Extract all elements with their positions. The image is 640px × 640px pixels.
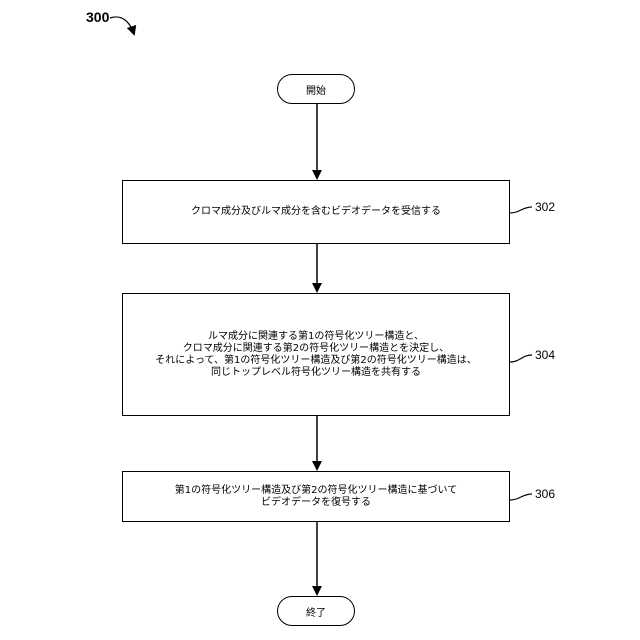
start-terminal: 開始 [277, 74, 355, 104]
step-302-box: クロマ成分及びルマ成分を含むビデオデータを受信する [122, 180, 510, 244]
leader-302 [510, 207, 532, 213]
leader-304 [510, 355, 532, 362]
start-label: 開始 [306, 82, 326, 97]
step-306-box: 第1の符号化ツリー構造及び第2の符号化ツリー構造に基づいて ビデオデータを復号す… [122, 471, 510, 522]
step-304-box: ルマ成分に関連する第1の符号化ツリー構造と、 クロマ成分に関連する第2の符号化ツ… [122, 293, 510, 416]
step-302-text-line: クロマ成分及びルマ成分を含むビデオデータを受信する [191, 206, 441, 218]
step-304-text-line: それによって、第1の符号化ツリー構造及び第2の符号化ツリー構造は、 [155, 355, 476, 367]
step-306-text-line: 第1の符号化ツリー構造及び第2の符号化ツリー構造に基づいて [175, 485, 457, 497]
step-304-text-line: ルマ成分に関連する第1の符号化ツリー構造と、 [208, 331, 424, 343]
end-label: 終了 [306, 604, 326, 619]
step-306-ref: 306 [535, 487, 555, 501]
end-terminal: 終了 [277, 596, 355, 626]
step-304-ref: 304 [535, 348, 555, 362]
step-304-text-line: クロマ成分に関連する第2の符号化ツリー構造とを決定し、 [183, 343, 449, 355]
step-302-ref: 302 [535, 200, 555, 214]
figure-pointer-arrow [110, 17, 134, 34]
step-304-text-line: 同じトップレベル符号化ツリー構造を共有する [211, 367, 421, 379]
step-306-text-line: ビデオデータを復号する [261, 497, 371, 509]
figure-number: 300 [86, 9, 109, 25]
leader-306 [510, 494, 532, 500]
